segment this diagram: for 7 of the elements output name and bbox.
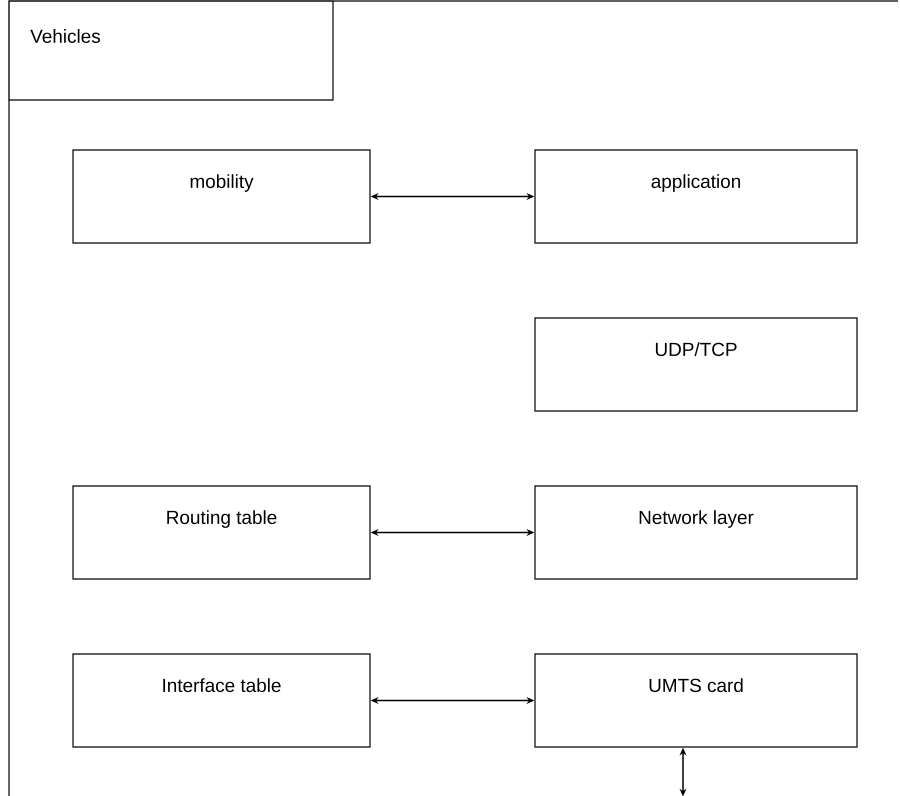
component-box: mobility: [72, 149, 371, 244]
component-box: Interface table: [72, 653, 371, 748]
component-box: UMTS card: [534, 653, 858, 748]
component-box: Routing table: [72, 485, 371, 580]
component-box: UDP/TCP: [534, 317, 858, 412]
component-box: application: [534, 149, 858, 244]
component-box: Network layer: [534, 485, 858, 580]
